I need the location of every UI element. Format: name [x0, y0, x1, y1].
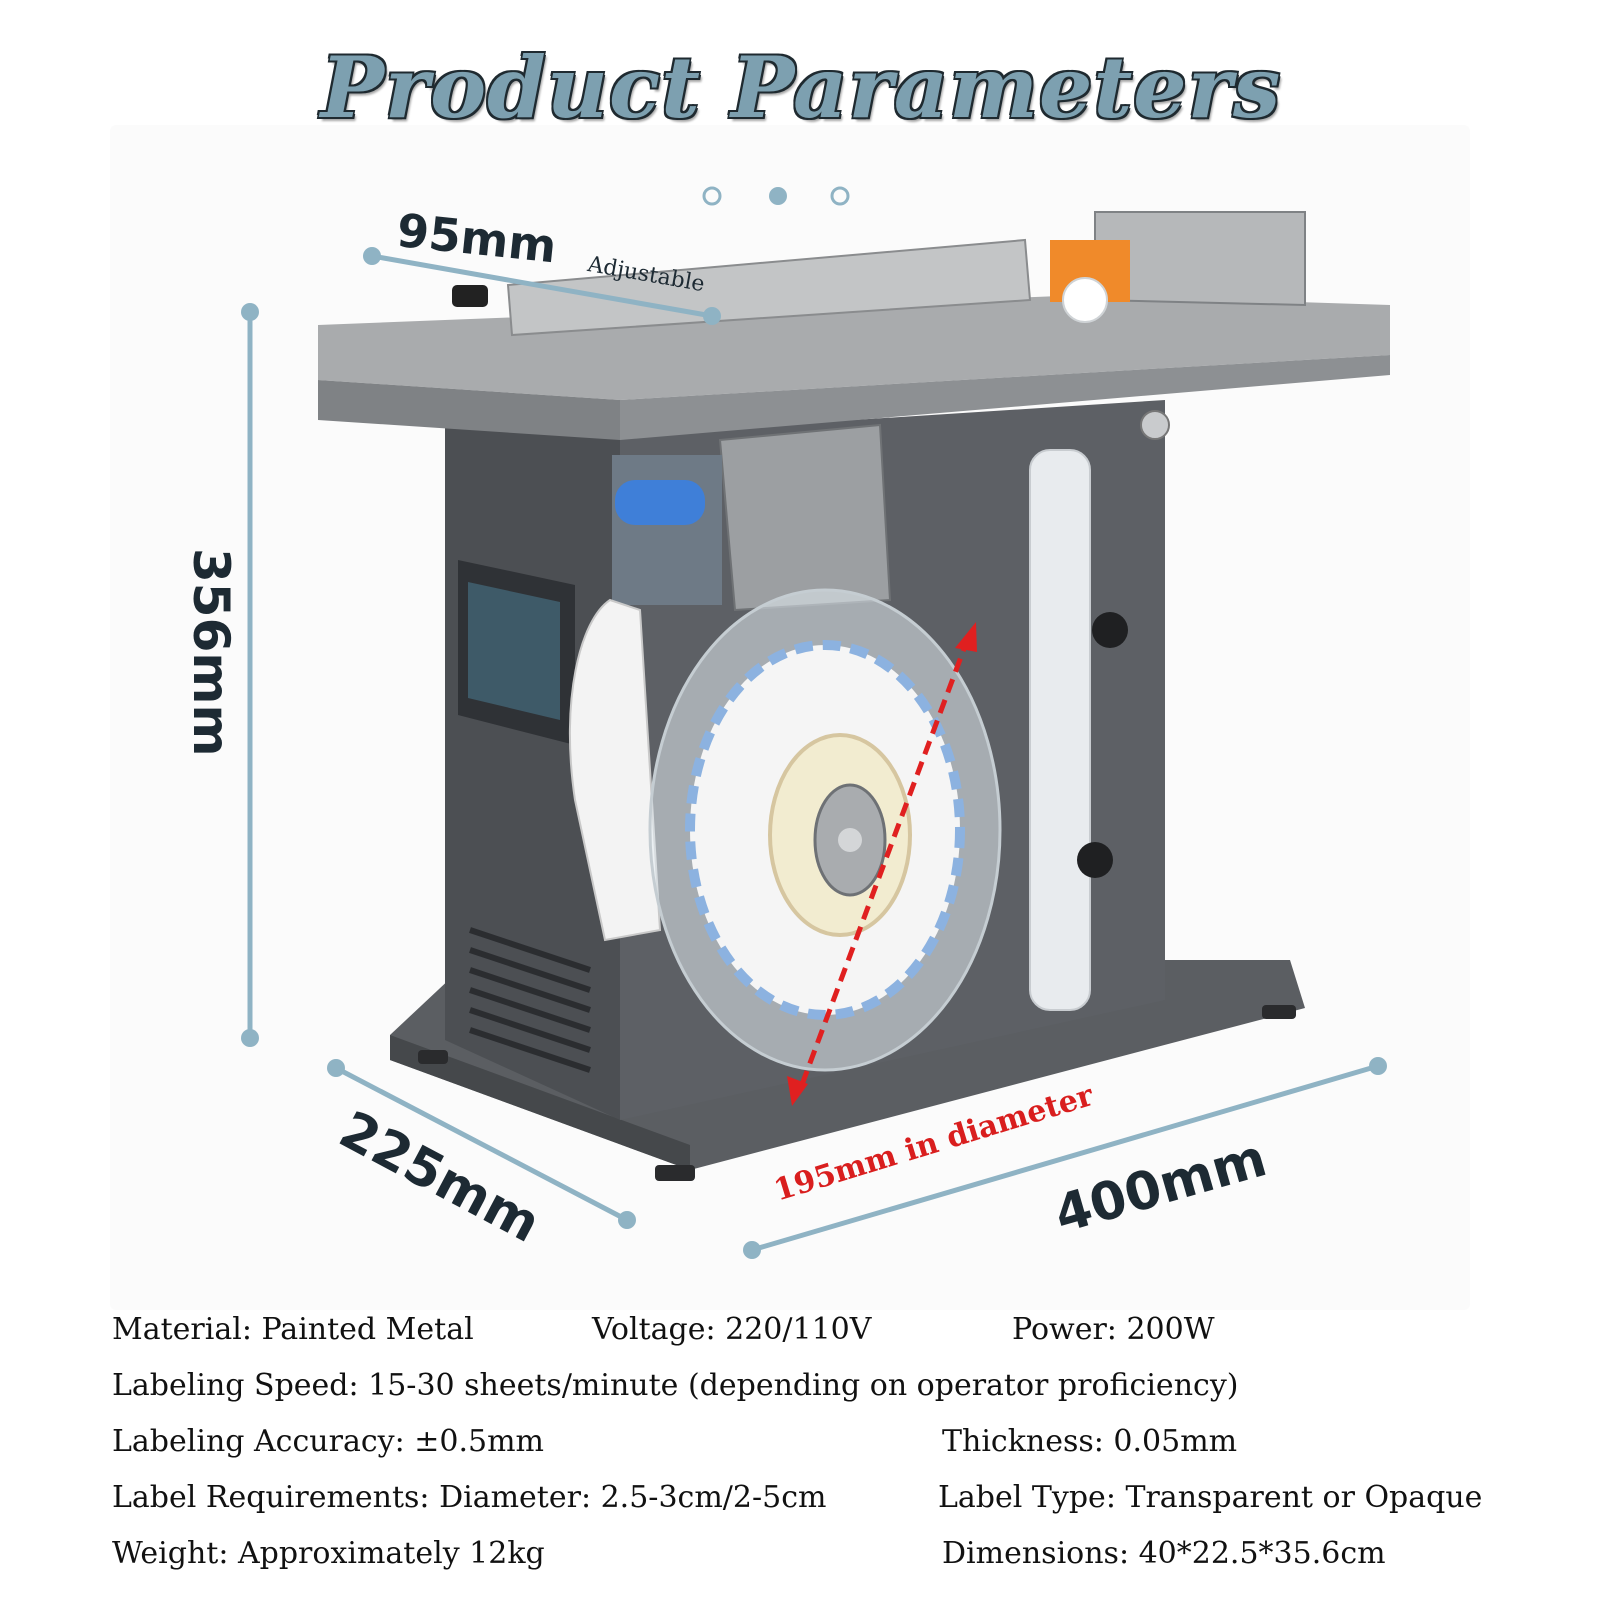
blue-roller [615, 480, 705, 525]
label-backing-strip [568, 598, 662, 942]
spec-accuracy: Labeling Accuracy: ±0.5mm [112, 1424, 544, 1459]
carousel-dots [702, 186, 850, 206]
dimension-lines [241, 247, 1387, 1259]
peeling-plate [718, 423, 892, 612]
spec-power: Power: 200W [1012, 1312, 1215, 1347]
spec-voltage: Voltage: 220/110V [592, 1312, 872, 1347]
spec-thickness: Thickness: 0.05mm [942, 1424, 1238, 1459]
guide-rail [506, 238, 1032, 337]
spec-label-type: Label Type: Transparent or Opaque [938, 1480, 1483, 1515]
page-title: Product Parameters [320, 38, 1282, 137]
roll-diameter-arrow [787, 622, 977, 1106]
rail-knob [452, 285, 488, 307]
height-label: 356mm [182, 548, 240, 757]
spec-dimensions: Dimensions: 40*22.5*35.6cm [942, 1536, 1386, 1571]
vent-grille [469, 927, 591, 1073]
spec-weight: Weight: Approximately 12kg [112, 1536, 545, 1571]
spec-material: Material: Painted Metal [112, 1312, 474, 1347]
spec-label-requirements: Label Requirements: Diameter: 2.5-3cm/2-… [112, 1480, 827, 1515]
label-strip [1029, 449, 1091, 1011]
spec-speed: Labeling Speed: 15-30 sheets/minute (dep… [112, 1368, 1239, 1403]
